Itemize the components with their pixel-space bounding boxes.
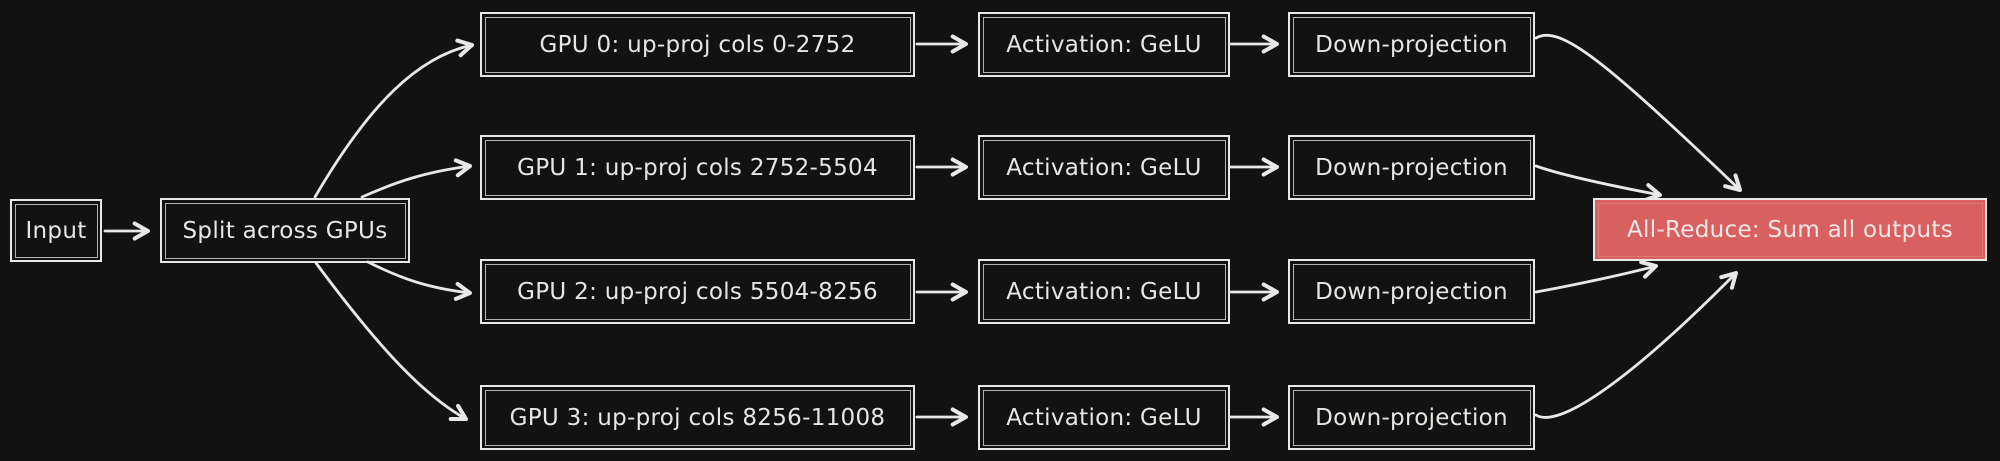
down-projection-label-3: Down-projection <box>1315 404 1508 431</box>
activation-label-1: Activation: GeLU <box>1006 154 1202 181</box>
down-projection-label-2: Down-projection <box>1315 278 1508 305</box>
down-projection-label-1: Down-projection <box>1315 154 1508 181</box>
down-projection-node-1: Down-projection <box>1288 135 1535 200</box>
arrow-down-0-to-allreduce <box>1534 33 1742 192</box>
down-projection-node-2: Down-projection <box>1288 259 1535 324</box>
all-reduce-label: All-Reduce: Sum all outputs <box>1627 216 1953 243</box>
activation-node-3: Activation: GeLU <box>978 385 1230 450</box>
gpu-label-3: GPU 3: up-proj cols 8256-11008 <box>509 404 886 431</box>
activation-label-2: Activation: GeLU <box>1006 278 1202 305</box>
gpu-node-3: GPU 3: up-proj cols 8256-11008 <box>480 385 915 450</box>
arrow-split-to-gpu-3 <box>314 261 468 422</box>
activation-node-1: Activation: GeLU <box>978 135 1230 200</box>
split-node: Split across GPUs <box>160 198 410 263</box>
arrow-down-2-to-allreduce <box>1534 260 1658 294</box>
split-label: Split across GPUs <box>182 217 388 244</box>
arrow-down-1-to-allreduce <box>1534 164 1662 202</box>
activation-node-0: Activation: GeLU <box>978 12 1230 77</box>
gpu-label-0: GPU 0: up-proj cols 0-2752 <box>539 31 856 58</box>
all-reduce-node: All-Reduce: Sum all outputs <box>1593 198 1987 261</box>
gpu-label-2: GPU 2: up-proj cols 5504-8256 <box>517 278 878 305</box>
activation-label-3: Activation: GeLU <box>1006 404 1202 431</box>
down-projection-node-3: Down-projection <box>1288 385 1535 450</box>
arrow-split-to-gpu-0 <box>313 38 474 199</box>
arrow-split-to-gpu-2 <box>366 260 472 301</box>
gpu-label-1: GPU 1: up-proj cols 2752-5504 <box>517 154 878 181</box>
arrow-split-to-gpu-1 <box>360 158 472 199</box>
down-projection-label-0: Down-projection <box>1315 31 1508 58</box>
activation-node-2: Activation: GeLU <box>978 259 1230 324</box>
activation-label-0: Activation: GeLU <box>1006 31 1202 58</box>
down-projection-node-0: Down-projection <box>1288 12 1535 77</box>
gpu-node-1: GPU 1: up-proj cols 2752-5504 <box>480 135 915 200</box>
gpu-node-2: GPU 2: up-proj cols 5504-8256 <box>480 259 915 324</box>
gpu-node-0: GPU 0: up-proj cols 0-2752 <box>480 12 915 77</box>
arrow-down-3-to-allreduce <box>1534 271 1738 419</box>
input-node: Input <box>10 199 102 262</box>
input-label: Input <box>25 217 87 244</box>
